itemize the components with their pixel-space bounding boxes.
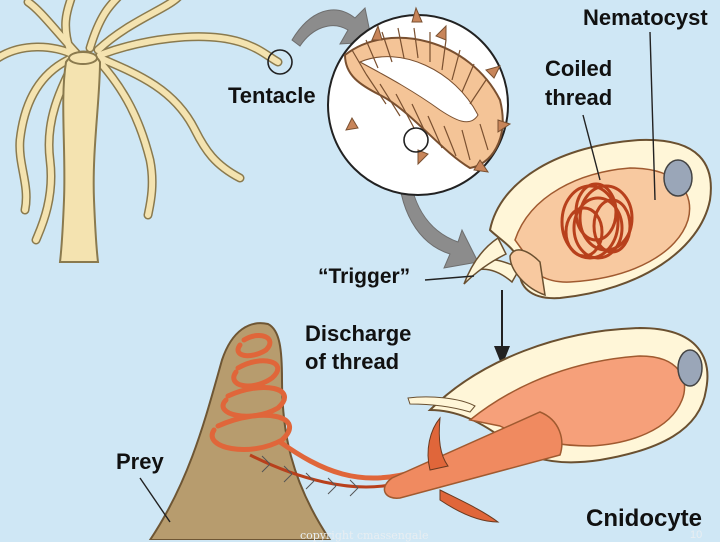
prey	[148, 322, 332, 540]
coiled-thread-label-line1: Coiled	[545, 56, 613, 81]
nematocyst-leader	[649, 31, 656, 201]
cnidocyte-label: Cnidocyte	[586, 505, 703, 532]
cnidocyte-discharged	[383, 326, 709, 523]
copyright-watermark: copyright cmassengale	[300, 529, 429, 542]
zoom-arrow-1	[291, 6, 373, 47]
nematocyst-coiled	[463, 138, 712, 300]
hydra-body	[58, 50, 102, 263]
hydra-tentacles	[0, 0, 283, 245]
thread-barbs	[261, 455, 359, 497]
trigger-leader	[424, 275, 475, 281]
prey-leader	[139, 477, 171, 523]
discharge-label-line1: Discharge	[305, 321, 412, 346]
discharged-thread	[249, 453, 391, 489]
slide-number: 10	[690, 529, 703, 541]
coiled-thread-label-line2: thread	[545, 85, 613, 110]
magnified-tentacle	[327, 6, 512, 196]
discharge-label-line2: of thread	[305, 349, 400, 374]
prey-label: Prey	[116, 449, 164, 474]
hydra-mouth	[68, 51, 98, 65]
coiled-thread-leader	[582, 114, 601, 181]
tentacle-label: Tentacle	[228, 83, 316, 108]
nematocyst-label: Nematocyst	[583, 5, 708, 30]
trigger-label: “Trigger”	[318, 265, 411, 288]
tentacle-zoom-marker	[267, 49, 293, 75]
discharge-arrow	[494, 290, 510, 366]
